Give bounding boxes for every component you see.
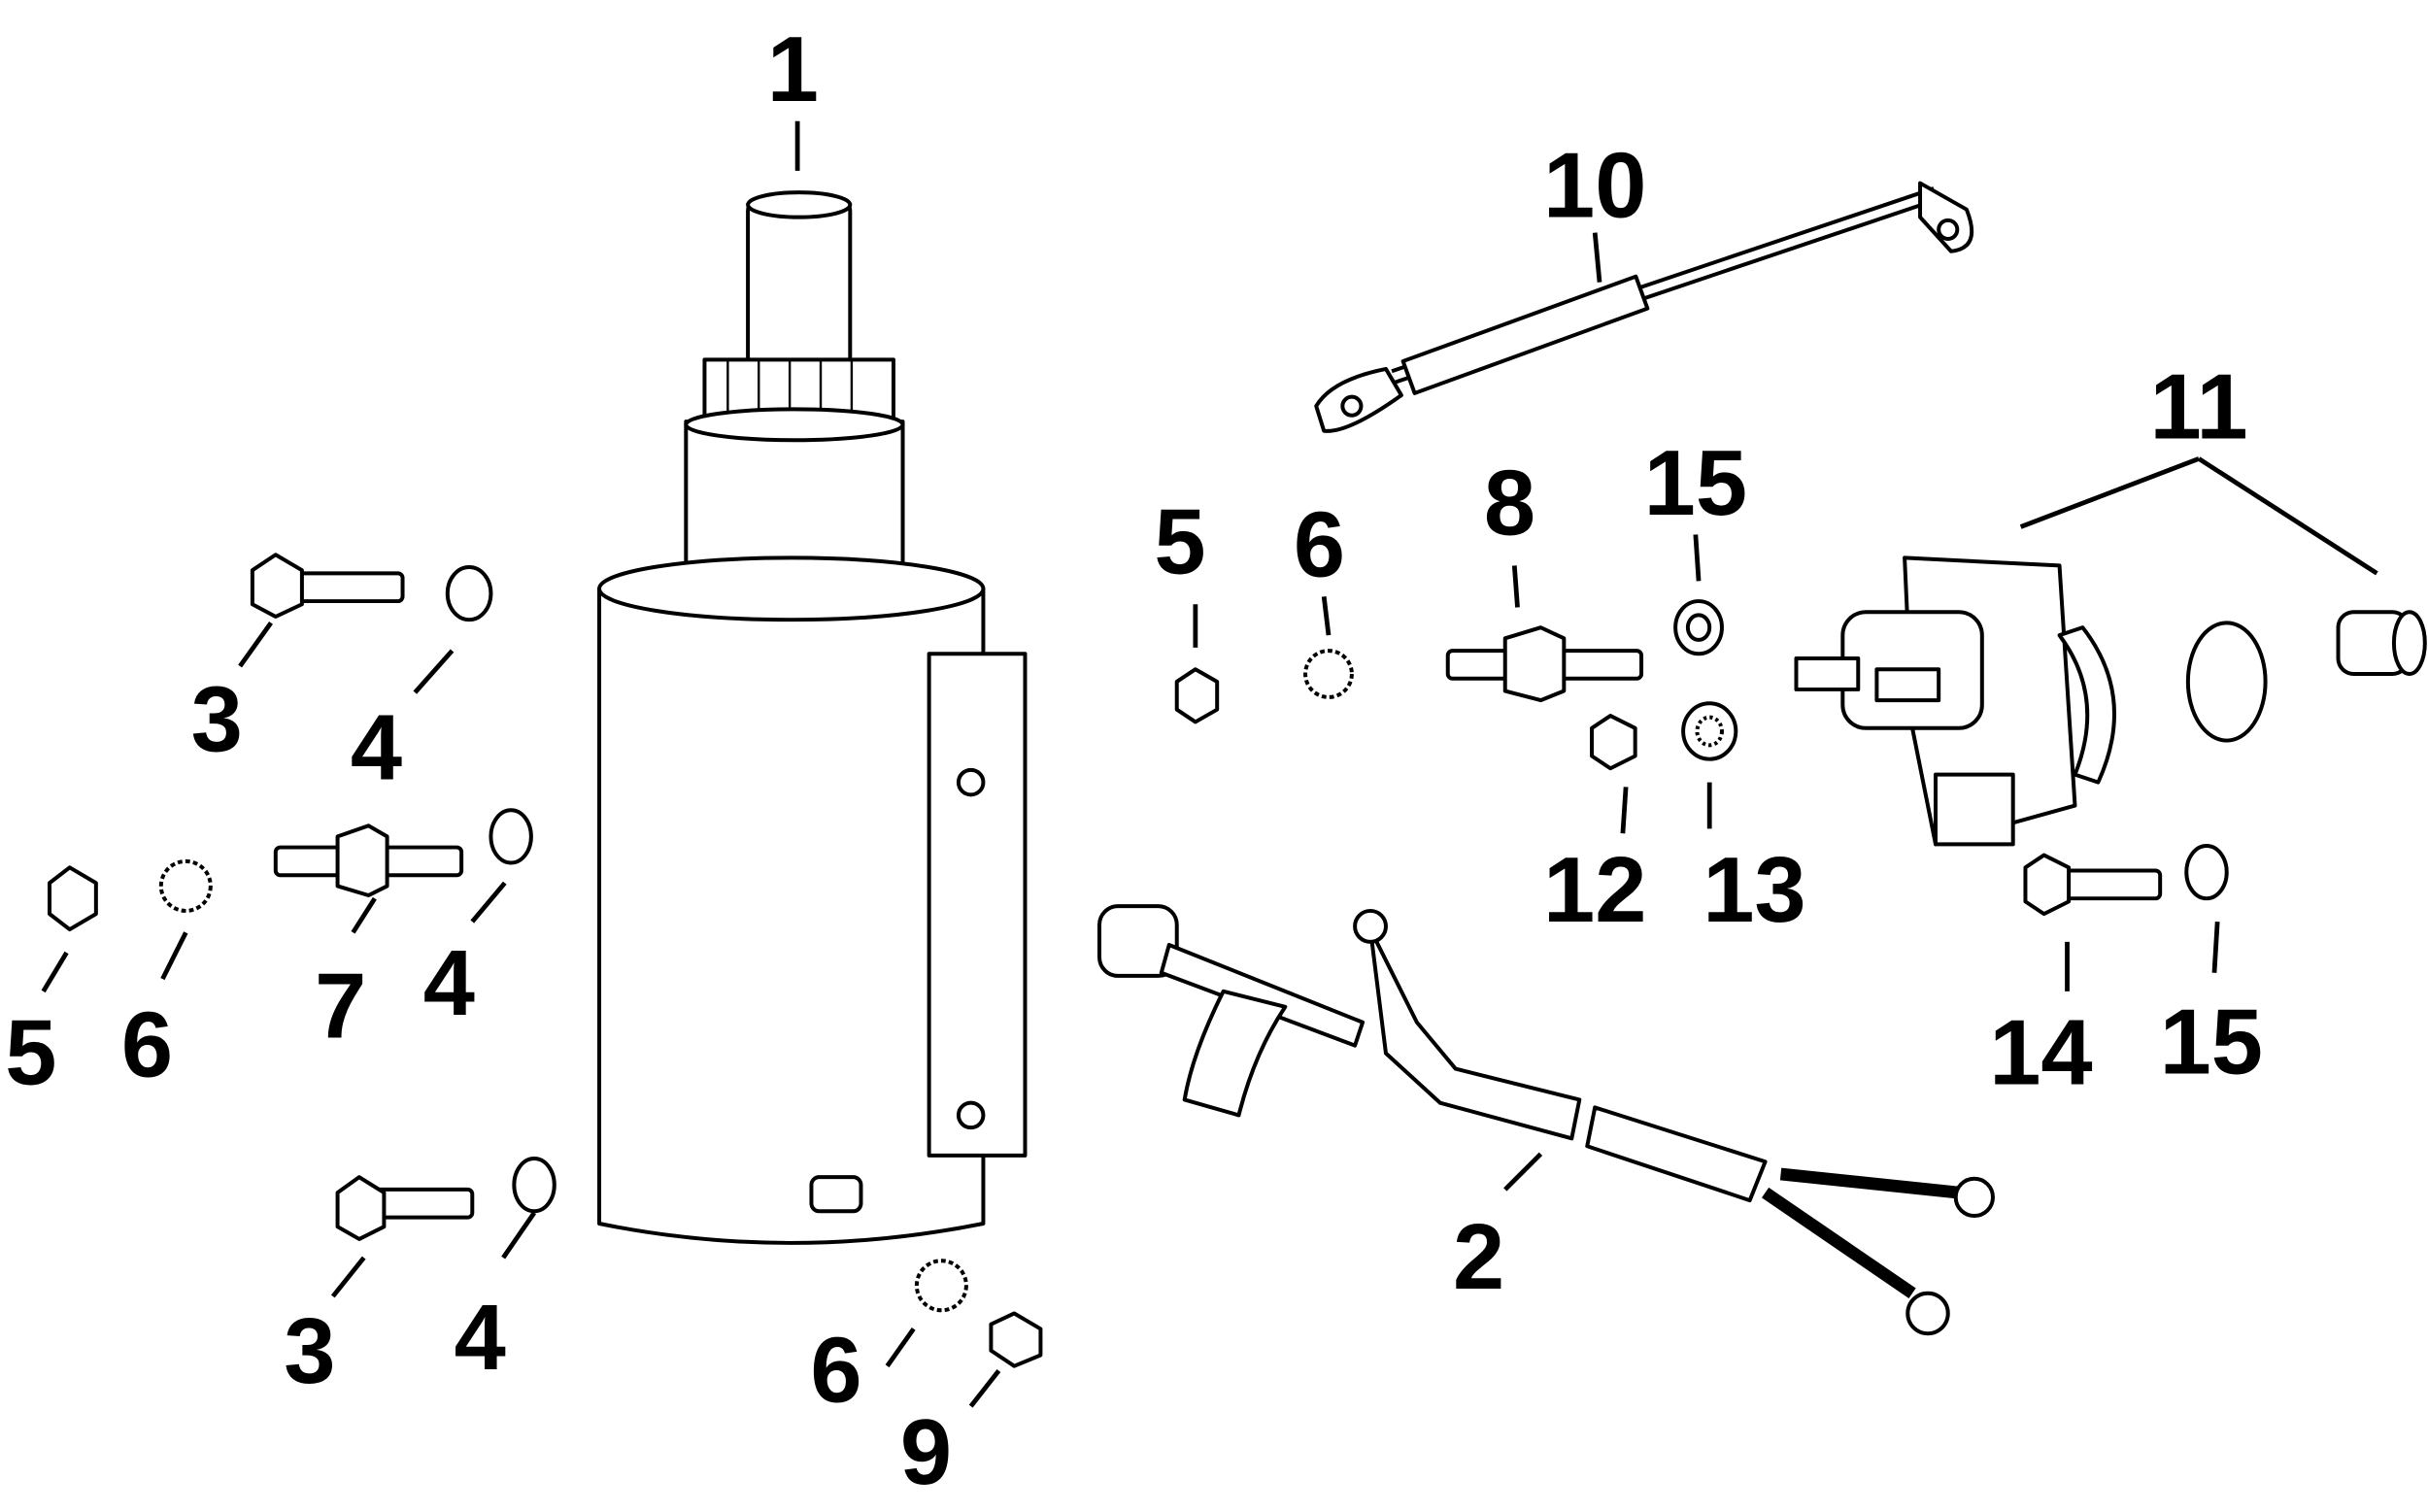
hardware xyxy=(48,553,2229,1368)
callout-4-top: 4 xyxy=(351,695,402,799)
callout-14: 14 xyxy=(1989,1001,2092,1105)
callout-13: 13 xyxy=(1703,838,1805,942)
callout-4-bottom: 4 xyxy=(455,1286,506,1390)
callout-15-bottom: 15 xyxy=(2160,990,2263,1093)
callout-15-top: 15 xyxy=(1644,431,1747,535)
callout-1: 1 xyxy=(767,17,819,121)
callout-6-left: 6 xyxy=(121,993,173,1097)
callout-3-top: 3 xyxy=(191,668,243,772)
callout-5-right: 5 xyxy=(1154,489,1205,593)
callout-6-bottom: 6 xyxy=(810,1318,861,1422)
battery-cable xyxy=(1314,181,1974,433)
callout-10: 10 xyxy=(1543,134,1646,238)
callout-6-right: 6 xyxy=(1294,493,1345,597)
solenoid xyxy=(1794,555,2427,847)
callout-3-bottom: 3 xyxy=(284,1299,335,1403)
callout-11: 11 xyxy=(2149,355,2247,459)
leader-lines xyxy=(41,120,2378,1408)
callout-4-mid: 4 xyxy=(423,931,475,1035)
callout-5-left: 5 xyxy=(5,1001,56,1105)
callout-9: 9 xyxy=(900,1400,952,1504)
callout-7: 7 xyxy=(315,955,366,1058)
wire-harness xyxy=(1097,904,1995,1336)
callout-12: 12 xyxy=(1543,838,1646,942)
callout-2: 2 xyxy=(1453,1205,1504,1309)
callout-8: 8 xyxy=(1484,452,1535,555)
starter-motor xyxy=(597,190,1028,1245)
